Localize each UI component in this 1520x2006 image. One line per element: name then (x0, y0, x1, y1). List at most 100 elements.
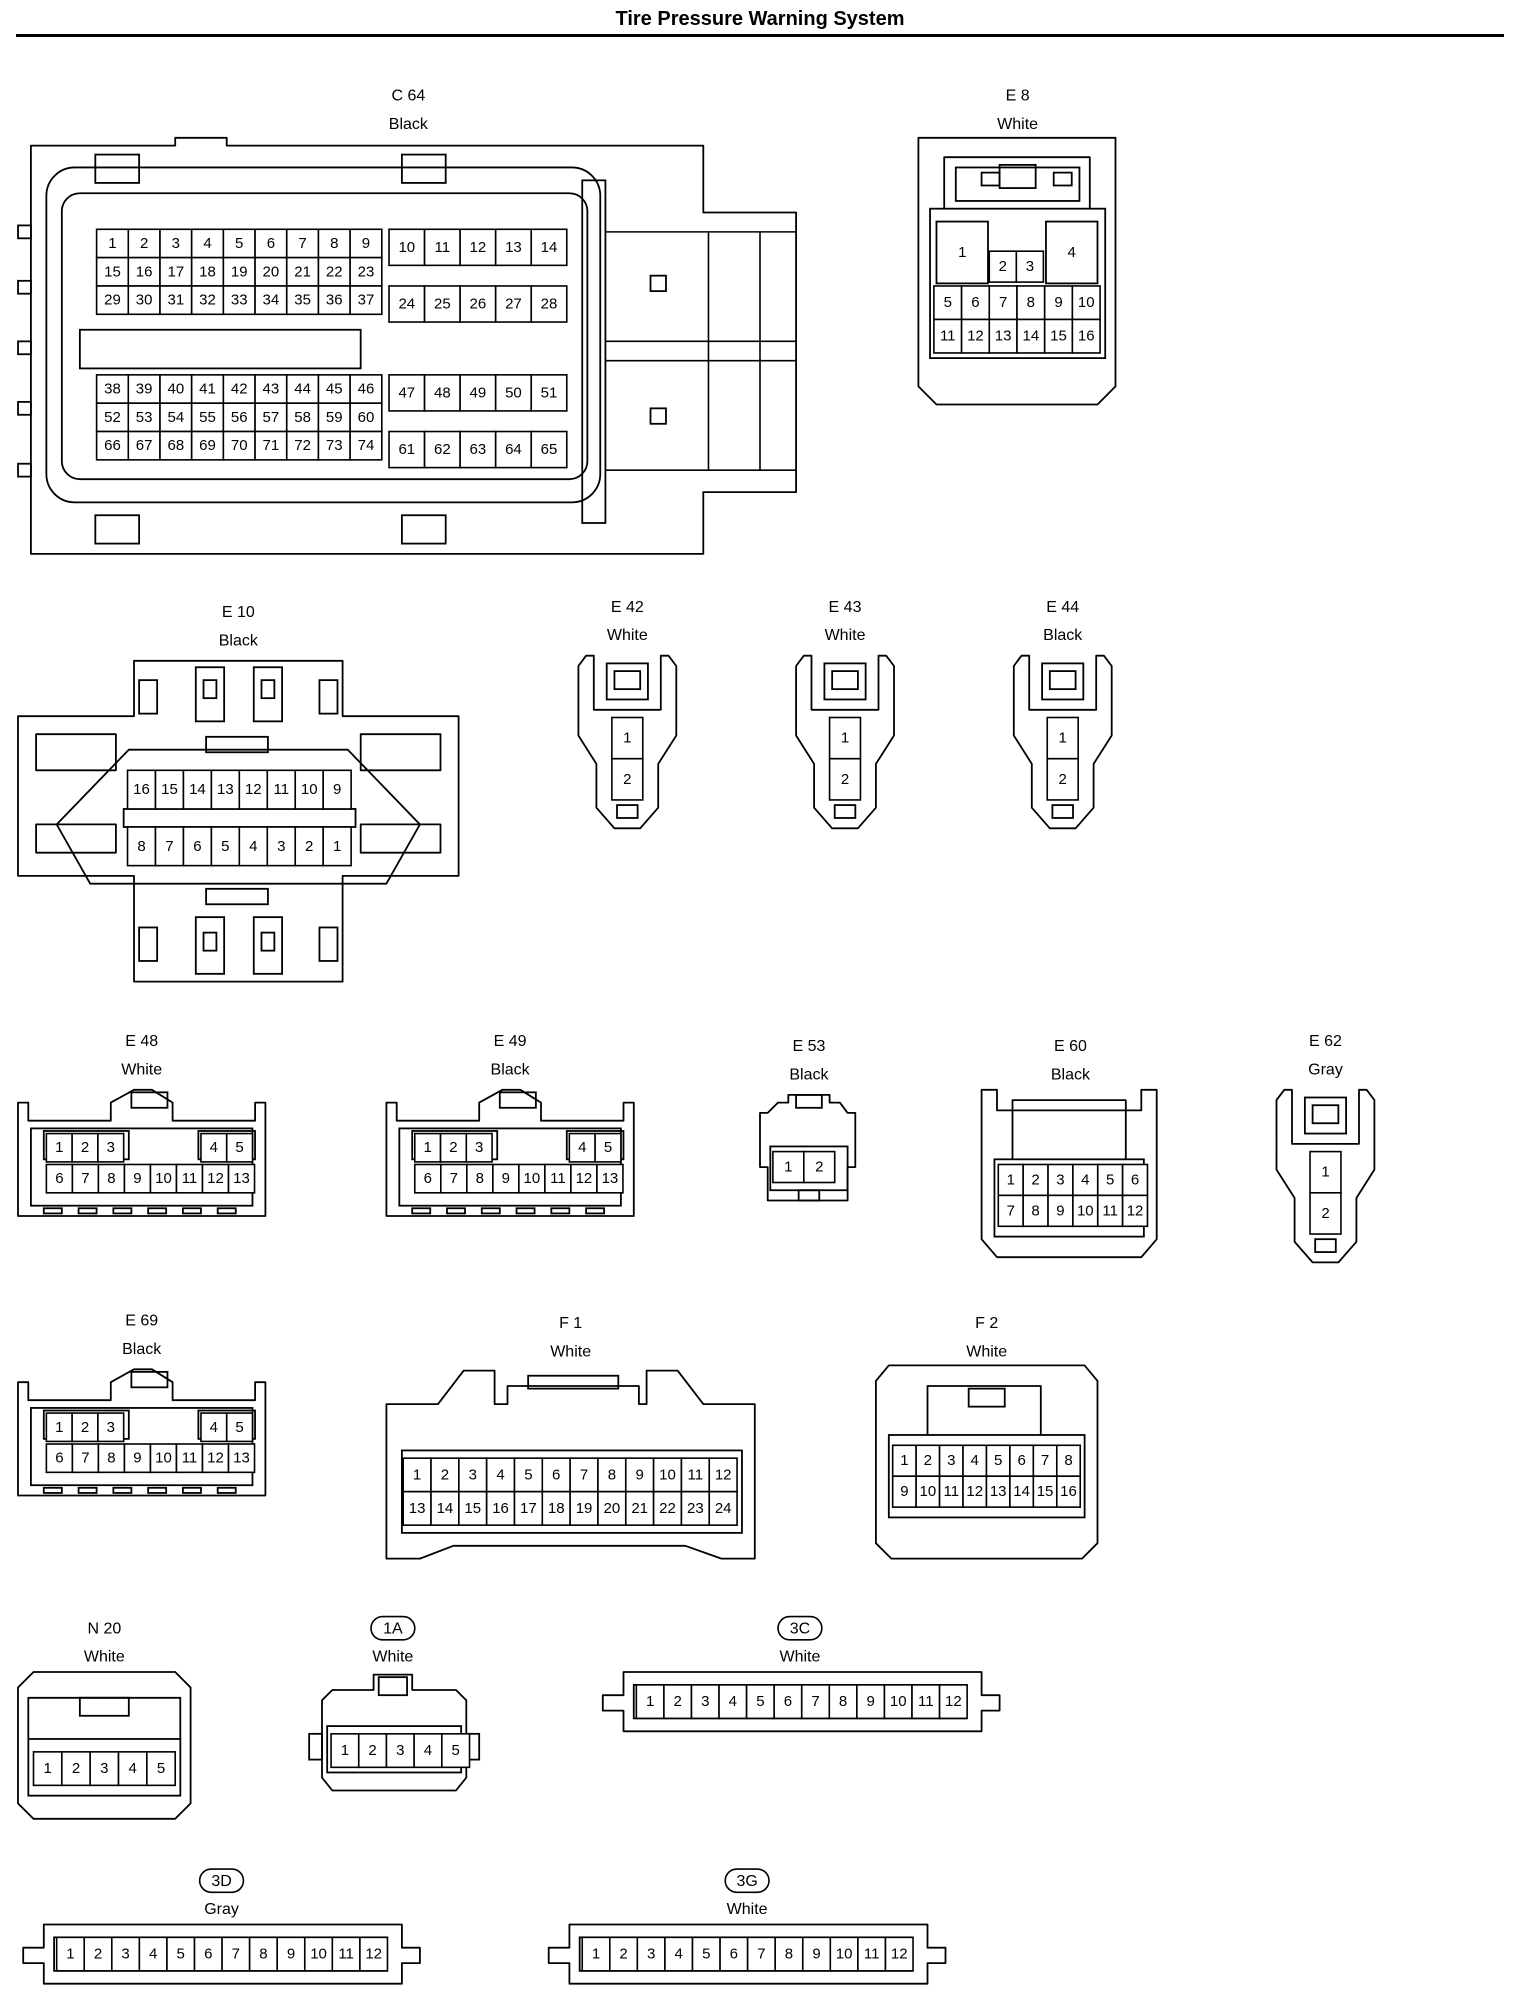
connector-color: Black (219, 632, 259, 649)
pin-cell: 4 (568, 1132, 596, 1163)
pin-number: 30 (136, 292, 153, 309)
pin-number: 7 (165, 838, 173, 855)
pin-number: 3 (647, 1946, 655, 1963)
pin-cell: 9 (123, 1443, 152, 1474)
pin-number: 7 (298, 235, 306, 252)
pin-number: 72 (294, 437, 311, 454)
pin-number: 15 (1050, 328, 1067, 345)
pin-number: 49 (470, 384, 487, 401)
title-rule (16, 34, 1504, 37)
pin-cell: 1 (55, 1936, 86, 1972)
pin-cell: 5 (146, 1751, 176, 1787)
pin-cell: 21 (624, 1490, 655, 1526)
pin-number: 1 (841, 730, 849, 747)
connector-color: Black (1043, 627, 1083, 644)
pin-number: 9 (636, 1466, 644, 1483)
pin-cell: 12 (938, 1684, 968, 1720)
pin-number: 29 (104, 292, 121, 309)
pin-number: 7 (757, 1946, 765, 1963)
pin-number: 5 (452, 1742, 460, 1759)
pin-cell: 18 (190, 256, 225, 287)
pin-cell: 4 (117, 1751, 148, 1787)
pin-cell: 1 (581, 1936, 611, 1972)
pin-number: 2 (1059, 771, 1067, 788)
pin-number: 8 (785, 1946, 793, 1963)
pin-cell: 11 (1096, 1194, 1124, 1228)
pin-number: 4 (149, 1946, 157, 1963)
pin-number: 11 (688, 1466, 704, 1483)
pin-cell: 6 (413, 1163, 442, 1194)
pin-number: 6 (55, 1450, 63, 1467)
pin-number: 9 (812, 1946, 820, 1963)
pin-cell: 2 (1309, 1192, 1342, 1235)
connector-code: 3D (211, 1873, 231, 1890)
pin-number: 21 (631, 1500, 648, 1517)
pin-number: 9 (133, 1170, 141, 1187)
pin-number: 12 (715, 1466, 732, 1483)
pin-cell: 7 (221, 1936, 251, 1972)
pin-cell: 12 (570, 1163, 598, 1194)
pin-number: 41 (199, 381, 216, 398)
pin-cell: 1 (611, 716, 644, 760)
pin-number: 1 (646, 1693, 654, 1710)
connector-code: E 60 (1054, 1038, 1087, 1055)
pin-number: 13 (409, 1500, 426, 1517)
pin-number: 6 (552, 1466, 560, 1483)
pin-number: 68 (167, 437, 184, 454)
pin-number: 11 (273, 781, 289, 798)
code-badge (724, 1868, 770, 1894)
connector-code: F 2 (975, 1315, 998, 1332)
pin-cell: 22 (317, 256, 351, 287)
pin-number: 13 (990, 1483, 1007, 1500)
pin-cell: 8 (126, 826, 157, 867)
pin-cell: 41 (190, 374, 225, 404)
pin-cell: 15 (1032, 1475, 1058, 1508)
pin-number: 4 (1081, 1171, 1089, 1188)
pin-cell: 4 (1072, 1163, 1099, 1197)
pin-cell: 29 (95, 285, 130, 316)
code-badge (198, 1868, 245, 1894)
pin-number: 1 (784, 1159, 792, 1176)
pin-number: 62 (434, 441, 451, 458)
pin-cell: 33 (222, 285, 256, 316)
pin-cell: 2 (828, 757, 862, 801)
pin-cell: 2 (430, 1457, 460, 1493)
pin-number: 9 (1056, 1202, 1064, 1219)
pin-number: 5 (235, 1139, 243, 1156)
pin-number: 1 (1007, 1171, 1015, 1188)
pin-number: 5 (994, 1452, 1002, 1469)
pin-number: 7 (232, 1946, 240, 1963)
pin-cell: 6 (541, 1457, 571, 1493)
connector-code: 3C (790, 1620, 810, 1637)
pin-number: 13 (233, 1450, 250, 1467)
pin-number: 2 (140, 235, 148, 252)
pin-cell: 8 (597, 1457, 627, 1493)
pin-cell: 55 (190, 402, 225, 433)
pin-number: 2 (815, 1159, 823, 1176)
pin-number: 5 (756, 1693, 764, 1710)
pin-cell: 42 (222, 374, 256, 404)
pin-number: 10 (301, 781, 318, 798)
connector-code: E 43 (829, 599, 862, 616)
pin-number: 4 (129, 1760, 137, 1777)
pin-number: 57 (263, 409, 280, 426)
pin-number: 8 (476, 1170, 484, 1187)
pin-number: 11 (918, 1693, 934, 1710)
pin-cell: 9 (322, 769, 352, 810)
pin-cell: 23 (349, 256, 383, 287)
pin-number: 1 (55, 1139, 63, 1156)
pin-cell: 2 (71, 1412, 99, 1443)
pin-cell: 2 (1022, 1163, 1049, 1197)
pin-cell: 2 (802, 1150, 836, 1184)
pin-cell: 8 (774, 1936, 804, 1972)
pin-cell: 66 (95, 430, 130, 461)
pin-number: 10 (836, 1946, 853, 1963)
connector-color: Black (491, 1061, 531, 1078)
pin-cell: 54 (159, 402, 193, 433)
pin-cell: 4 (962, 1444, 988, 1478)
pin-cell: 5 (1096, 1163, 1124, 1197)
